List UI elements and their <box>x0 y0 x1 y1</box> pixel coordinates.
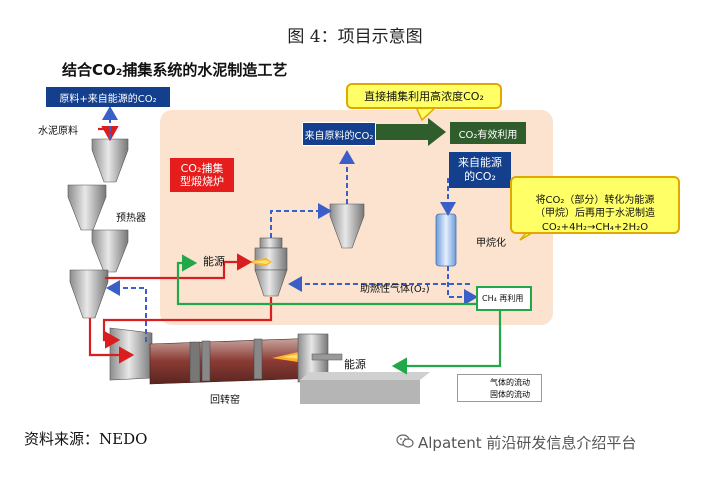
preheater-cyclones <box>67 138 129 319</box>
kiln-base <box>300 380 420 404</box>
rotary-kiln <box>109 327 343 385</box>
ch4-reuse-box <box>476 286 532 311</box>
top-output-label: 原料+来自能源的CO₂ <box>59 93 157 105</box>
solid-flow-lines <box>88 125 273 364</box>
wechat-icon <box>396 434 414 448</box>
co2-from-raw-label: 来自原料的CO₂ <box>304 130 374 142</box>
gas-flow-lines <box>102 106 478 342</box>
co2-from-energy-label: 来自能源 的CO₂ <box>458 156 502 183</box>
co2-from-raw-box: 来自原料的CO₂ <box>302 122 376 146</box>
diagram-title: 结合CO₂捕集系统的水泥制造工艺 <box>62 61 288 79</box>
utilization-arrow <box>376 118 446 146</box>
direct-capture-callout: 直接捕集利用高浓度CO₂ <box>346 83 502 109</box>
raw-material-label: 水泥原料 <box>38 126 78 137</box>
energy-label-right: 能源 <box>344 358 366 371</box>
conversion-callout: 将CO₂（部分）转化为能源 （甲烷）后再用于水泥制造 CO₂+4H₂→CH₄+2… <box>510 176 680 234</box>
preheater-label: 预热器 <box>116 213 146 224</box>
calciner <box>246 237 288 297</box>
energy-label-left: 能源 <box>203 255 225 268</box>
legend: 气体的流动 固体的流动 <box>457 374 542 402</box>
figure-title: 图 4：项目示意图 <box>287 27 423 47</box>
watermark-text: Alpatent 前沿研发信息介绍平台 <box>418 434 637 452</box>
conversion-text: 将CO₂（部分）转化为能源 （甲烷）后再用于水泥制造 CO₂+4H₂→CH₄+2… <box>535 194 655 233</box>
legend-gas-label: 气体的流动 <box>490 378 530 387</box>
capture-furnace-box: CO₂捕集 型煅烧炉 <box>170 158 234 192</box>
co2-utilization-box: CO₂有效利用 <box>450 122 526 144</box>
methanation-label: 甲烷化 <box>476 238 506 249</box>
direct-capture-text: 直接捕集利用高浓度CO₂ <box>364 90 484 103</box>
co2-utilization-label: CO₂有效利用 <box>458 129 518 141</box>
top-output-box: 原料+来自能源的CO₂ <box>46 87 170 107</box>
rotary-kiln-label: 回转窑 <box>210 395 240 406</box>
ch4-reuse-label: CH₄ 再利用 <box>482 294 524 303</box>
legend-solid-label: 固体的流动 <box>490 390 530 399</box>
capture-furnace-label: CO₂捕集 型煅烧炉 <box>180 161 224 188</box>
ch4-flow-lines <box>176 254 502 375</box>
combustion-gas-label: 助燃性气体(O₂) <box>360 284 430 295</box>
methanation-reactor <box>435 213 457 267</box>
source-note: 资料来源：NEDO <box>24 430 148 448</box>
co2-from-energy-box: 来自能源 的CO₂ <box>449 152 511 188</box>
